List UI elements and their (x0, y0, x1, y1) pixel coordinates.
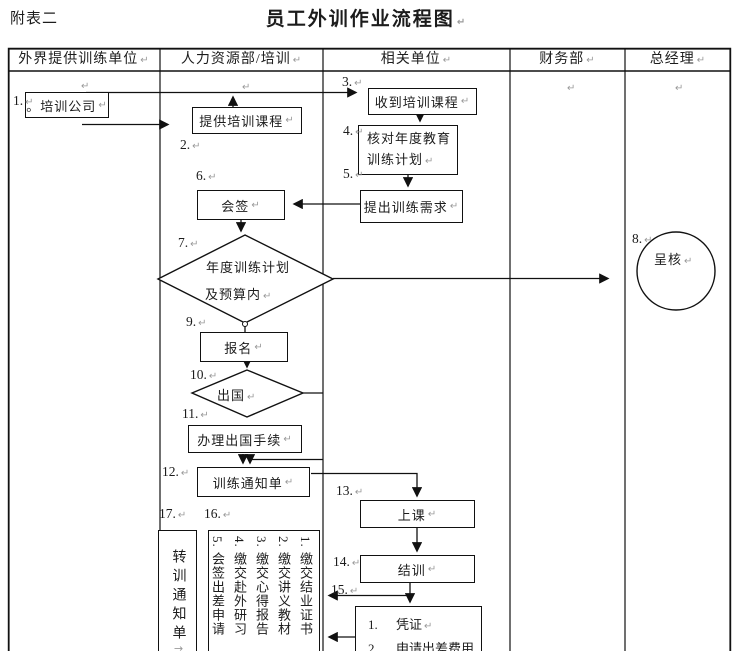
list-item: 2.申请出差费用↵ (368, 641, 475, 651)
pilcrow-mark: ↵ (251, 199, 261, 211)
decision-diamond-abroad (190, 369, 305, 418)
table-outer-border (7, 47, 732, 651)
pilcrow-mark: ↵ (254, 341, 264, 353)
step-number-8: 8.↵ (632, 231, 653, 246)
pilcrow-mark: ↵ (351, 558, 361, 569)
step-number-14: 14.↵ (333, 554, 361, 569)
connector-dot (242, 321, 248, 327)
node-transfer-notice: 转训通知单↑ (158, 530, 197, 651)
pilcrow-mark: ↵ (355, 127, 364, 138)
node-finish-training: 结训↵ (360, 555, 475, 583)
pilcrow-mark: ↵ (198, 318, 207, 329)
step-number-4: 4.↵ (343, 123, 364, 138)
pilcrow-mark: ↵ (644, 235, 653, 246)
lane-header-finance: 财务部↵ (539, 52, 596, 67)
pilcrow-mark: ↵ (292, 55, 303, 66)
pilcrow-mark: ↵ (222, 510, 232, 521)
pilcrow-mark: ↵ (208, 371, 218, 382)
pilcrow-mark: ↵ (283, 433, 293, 445)
arrow-12-to-class (311, 472, 423, 498)
submission-item: 5. 会签出差申请 (210, 536, 225, 636)
pilcrow-mark: ↵ (354, 487, 364, 498)
pilcrow-mark: ↵ (247, 392, 257, 403)
step-number-12: 12.↵ (162, 464, 190, 479)
submission-item: 1. 缴交结业证书 (298, 536, 313, 636)
node-training-company: 。培训公司↵ (25, 92, 109, 118)
node-attend-class: 上课↵ (360, 500, 475, 528)
pilcrow-mark: ↵ (25, 97, 34, 108)
pilcrow-mark: ↵ (586, 55, 596, 66)
pilcrow-mark: ↵ (355, 170, 364, 181)
pilcrow-mark: ↵ (442, 55, 453, 66)
approval-circle (636, 231, 716, 311)
node-voucher-expense: 1.凭证↵ 2.申请出差费用↵ (355, 606, 482, 651)
pilcrow-mark: ↵ (354, 78, 363, 89)
pilcrow-mark: ↵ (449, 201, 460, 212)
step-number-3: 3.↵ (342, 74, 363, 89)
node-submission-items: 1. 缴交结业证书 2. 缴交讲义教材 3. 缴交心得报告 4. 缴交赴外研习 … (208, 530, 320, 651)
step-number-5: 5.↵ (343, 166, 364, 181)
pilcrow-mark: ↵ (456, 17, 468, 28)
pilcrow-mark: ↵ (349, 586, 359, 597)
lane-header-gm: 总经理↵ (649, 52, 707, 67)
step-number-17: 17.↵ (159, 506, 187, 521)
step-number-7: 7.↵ (178, 235, 199, 250)
node-countersign: 会签↵ (197, 190, 285, 220)
step-number-10: 10.↵ (190, 367, 218, 382)
step-number-9: 9.↵ (186, 314, 207, 329)
pilcrow-mark: ↵ (190, 239, 199, 250)
pilcrow-mark: ↵ (140, 55, 150, 66)
up-mark: ↑ (171, 644, 185, 651)
approval-circle-label: 呈核↵ (654, 252, 694, 267)
step-number-16: 16.↵ (204, 506, 232, 521)
pilcrow-mark: ↵ (208, 172, 217, 183)
pilcrow-mark: ↵ (427, 508, 438, 520)
pilcrow-mark: ↵ (180, 468, 190, 479)
lane-header-related-units: 相关单位↵ (380, 52, 453, 67)
pilcrow-mark: ↵ (696, 55, 707, 66)
step-number-11: 11.↵ (182, 406, 209, 421)
lane-header-external-provider: 外界提供训练单位↵ (18, 52, 150, 67)
pilcrow-mark: ↵ (98, 99, 108, 111)
node-check-annual-plan: 核对年度教育 训练计划↵ (358, 125, 458, 175)
pilcrow-mark: ↵ (567, 83, 576, 94)
step-number-6: 6.↵ (196, 168, 217, 183)
pilcrow-mark: ↵ (675, 83, 684, 94)
lane-header-hr-training: 人力资源部/培训↵ (180, 52, 303, 67)
node-receive-course: 收到培训课程↵ (368, 88, 477, 115)
pilcrow-mark: ↵ (200, 410, 209, 421)
submission-item: 2. 缴交讲义教材 (276, 536, 291, 636)
pilcrow-mark: ↵ (263, 291, 273, 302)
node-training-demand: 提出训练需求↵ (360, 190, 463, 223)
arrow-branch-to-notice (244, 454, 323, 465)
pilcrow-mark: ↵ (285, 115, 295, 126)
node-abroad-procedures: 办理出国手续↵ (188, 425, 302, 453)
pilcrow-mark: ↵ (427, 563, 438, 575)
node-signup: 报名↵ (200, 332, 288, 362)
pilcrow-mark: ↵ (425, 156, 435, 167)
list-item: 1.凭证↵ (368, 617, 433, 632)
node-provide-course: 提供培训课程↵ (192, 107, 302, 134)
pilcrow-mark: ↵ (284, 476, 295, 488)
node-training-notice: 训练通知单↵ (197, 467, 310, 497)
corner-label: 附表二 (10, 11, 59, 27)
step-number-2: 2.↵ (180, 137, 201, 152)
pilcrow-mark: ↵ (424, 621, 433, 632)
pilcrow-mark: ↵ (684, 256, 694, 267)
step-number-15: 15.↵ (331, 582, 359, 597)
pilcrow-mark: ↵ (177, 510, 187, 521)
step-number-1: 1.↵ (13, 93, 34, 108)
decision-annual-plan-line1: 年度训练计划 (206, 260, 291, 275)
pilcrow-mark: ↵ (192, 141, 201, 152)
step-number-13: 13.↵ (336, 483, 364, 498)
decision-abroad-label: 出国↵ (217, 388, 257, 403)
submission-item: 3. 缴交心得报告 (254, 536, 269, 636)
page-title: 员工外训作业流程图↵ (265, 9, 468, 30)
pilcrow-mark: ↵ (242, 82, 251, 93)
pilcrow-mark: ↵ (81, 81, 90, 92)
pilcrow-mark: ↵ (460, 96, 471, 107)
submission-item: 4. 缴交赴外研习 (232, 536, 247, 636)
decision-annual-plan-line2: 及预算内↵ (205, 287, 273, 302)
